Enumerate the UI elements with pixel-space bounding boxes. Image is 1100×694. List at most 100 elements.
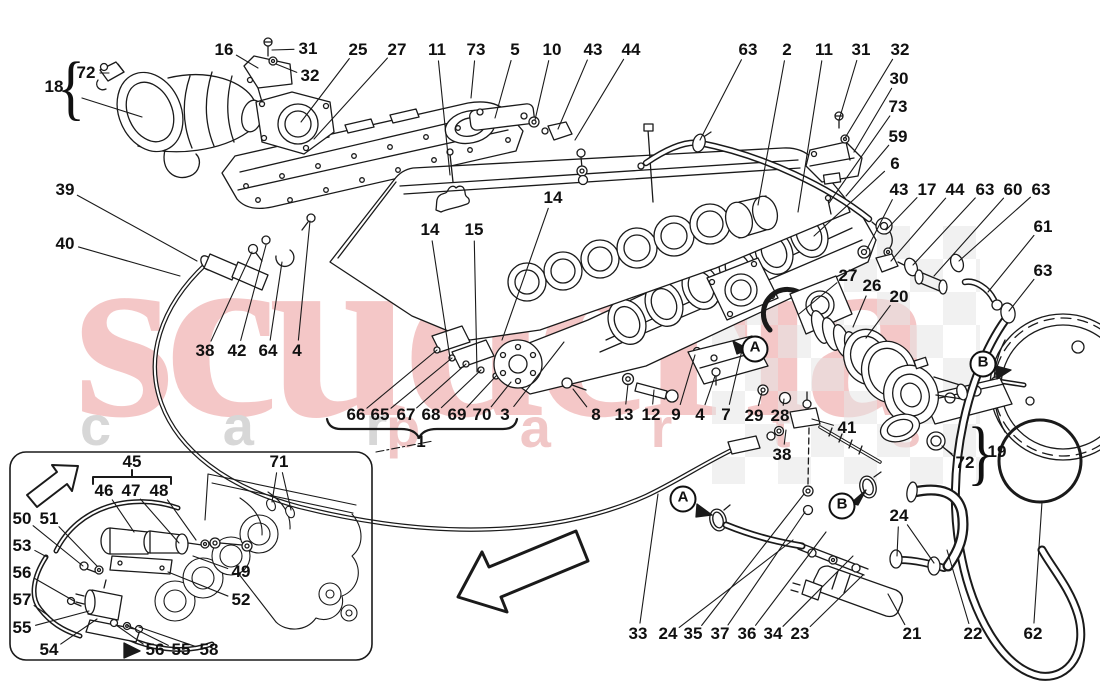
pointer-arrow-b1-icon [995, 365, 1012, 380]
small-arrow-icon [123, 642, 141, 659]
callout-44: 44 [621, 40, 641, 59]
callout-36: 36 [737, 624, 757, 643]
callout-48: 48 [149, 481, 169, 500]
callout-38: 38 [772, 445, 792, 464]
callout-49: 49 [231, 562, 251, 581]
callout-45: 45 [122, 452, 142, 471]
callout-63: 63 [1031, 180, 1051, 199]
callout-14: 14 [543, 188, 563, 207]
callout-30: 30 [889, 69, 909, 88]
callout-50: 50 [12, 509, 32, 528]
sensor-16 [243, 55, 293, 89]
left-manifold-cover [221, 101, 524, 210]
intake-plenum [301, 103, 851, 389]
inset-detail-box [9, 451, 373, 661]
callout-7: 7 [721, 405, 731, 424]
callout-73: 73 [466, 40, 486, 59]
direction-arrow-icon [26, 464, 79, 508]
callout-6: 6 [890, 154, 900, 173]
callout-26: 26 [862, 276, 882, 295]
callout-38: 38 [195, 341, 215, 360]
callout-28: 28 [770, 406, 790, 425]
callout-44: 44 [945, 180, 965, 199]
big-direction-arrow-icon [456, 529, 590, 614]
callout-56: 56 [12, 563, 32, 582]
callout-42: 42 [227, 341, 247, 360]
solenoid-valve-assembly [31, 499, 253, 659]
callout-34: 34 [763, 624, 783, 643]
callout-25: 25 [348, 40, 368, 59]
booster-seal-ring [997, 418, 1083, 504]
callout-17: 17 [917, 180, 937, 199]
callout-59: 59 [888, 127, 908, 146]
callout-55: 55 [12, 618, 32, 637]
callout-68: 68 [421, 405, 441, 424]
callout-71: 71 [269, 452, 289, 471]
callout-43: 43 [583, 40, 603, 59]
callout-27: 27 [387, 40, 407, 59]
callout-29: 29 [744, 406, 764, 425]
callout-8: 8 [591, 405, 601, 424]
callout-60: 60 [1003, 180, 1023, 199]
callout-35: 35 [683, 624, 703, 643]
callout-51: 51 [39, 509, 59, 528]
callout-41: 41 [837, 418, 857, 437]
callout-31: 31 [851, 40, 871, 59]
callout-65: 65 [370, 405, 390, 424]
callout-52: 52 [231, 590, 251, 609]
callout-63: 63 [738, 40, 758, 59]
pointer-arrow-a2-icon [695, 503, 713, 518]
callout-31: 31 [298, 39, 318, 58]
callout-55: 55 [171, 640, 191, 659]
callout-56: 56 [145, 640, 165, 659]
callout-22: 22 [963, 624, 983, 643]
callout-5: 5 [510, 40, 520, 59]
callout-67: 67 [396, 405, 416, 424]
callout-32: 32 [300, 66, 320, 85]
callout-46: 46 [94, 481, 114, 500]
callout-10: 10 [542, 40, 562, 59]
circled-letter-A: A [741, 335, 769, 363]
callout-72: 72 [76, 63, 96, 82]
leader-lines [32, 48, 1043, 648]
callout-21: 21 [902, 624, 922, 643]
callout-4: 4 [695, 405, 705, 424]
circled-letter-B: B [969, 350, 997, 378]
callout-11: 11 [428, 40, 446, 59]
brake-booster [918, 310, 1100, 681]
inset-engine-sketch [154, 473, 362, 630]
callout-39: 39 [55, 180, 75, 199]
hose-clamp-icon [96, 61, 125, 91]
callout-16: 16 [214, 40, 234, 59]
callout-69: 69 [447, 405, 467, 424]
callout-43: 43 [889, 180, 909, 199]
callout-66: 66 [346, 405, 366, 424]
air-pump [812, 565, 904, 618]
callout-2: 2 [782, 40, 792, 59]
callout-14: 14 [420, 220, 440, 239]
circled-letter-B: B [828, 492, 856, 520]
circled-letter-A: A [669, 485, 697, 513]
callout-9: 9 [671, 405, 681, 424]
callout-62: 62 [1023, 624, 1043, 643]
callout-73: 73 [888, 97, 908, 116]
callout-40: 40 [55, 234, 75, 253]
callout-11: 11 [815, 40, 833, 59]
callout-54: 54 [39, 640, 59, 659]
callout-61: 61 [1033, 217, 1053, 236]
callout-4: 4 [292, 341, 302, 360]
callout-18: 18 [44, 77, 64, 96]
callout-27: 27 [838, 266, 858, 285]
callout-3: 3 [500, 405, 510, 424]
callout-57: 57 [12, 590, 32, 609]
callout-72: 72 [955, 453, 975, 472]
throttle-housing-top [243, 37, 335, 155]
brace-glyph: { [57, 46, 85, 128]
callout-13: 13 [614, 405, 634, 424]
callout-24: 24 [658, 624, 678, 643]
callout-58: 58 [199, 640, 219, 659]
callout-24: 24 [889, 506, 909, 525]
callout-32: 32 [890, 40, 910, 59]
